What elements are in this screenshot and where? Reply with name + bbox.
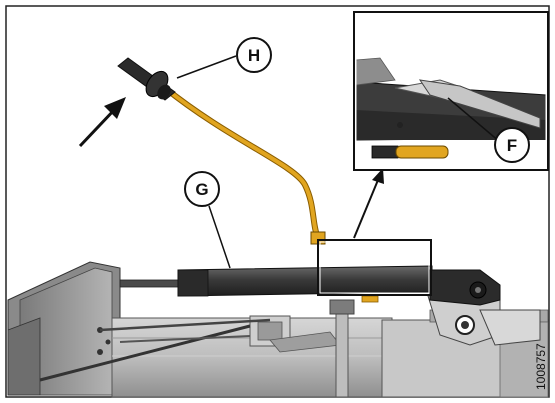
bleed-valve-handle <box>117 57 176 101</box>
hydraulic-cylinder <box>119 265 501 306</box>
machine-frame <box>7 261 549 398</box>
figure-id: 1008757 <box>534 343 548 390</box>
callout-h: H <box>236 37 272 73</box>
detail-inset <box>353 11 549 171</box>
callout-g-label: G <box>195 180 208 199</box>
push-arrow <box>78 97 126 148</box>
callout-g: G <box>184 171 220 207</box>
callout-f-label: F <box>507 136 517 155</box>
detail-highlight-box <box>317 239 432 296</box>
callout-f: F <box>494 127 530 163</box>
callout-h-label: H <box>248 46 260 65</box>
detail-arrow <box>353 168 384 239</box>
callout-g-leader <box>208 205 231 269</box>
callout-h-leader <box>176 55 237 79</box>
